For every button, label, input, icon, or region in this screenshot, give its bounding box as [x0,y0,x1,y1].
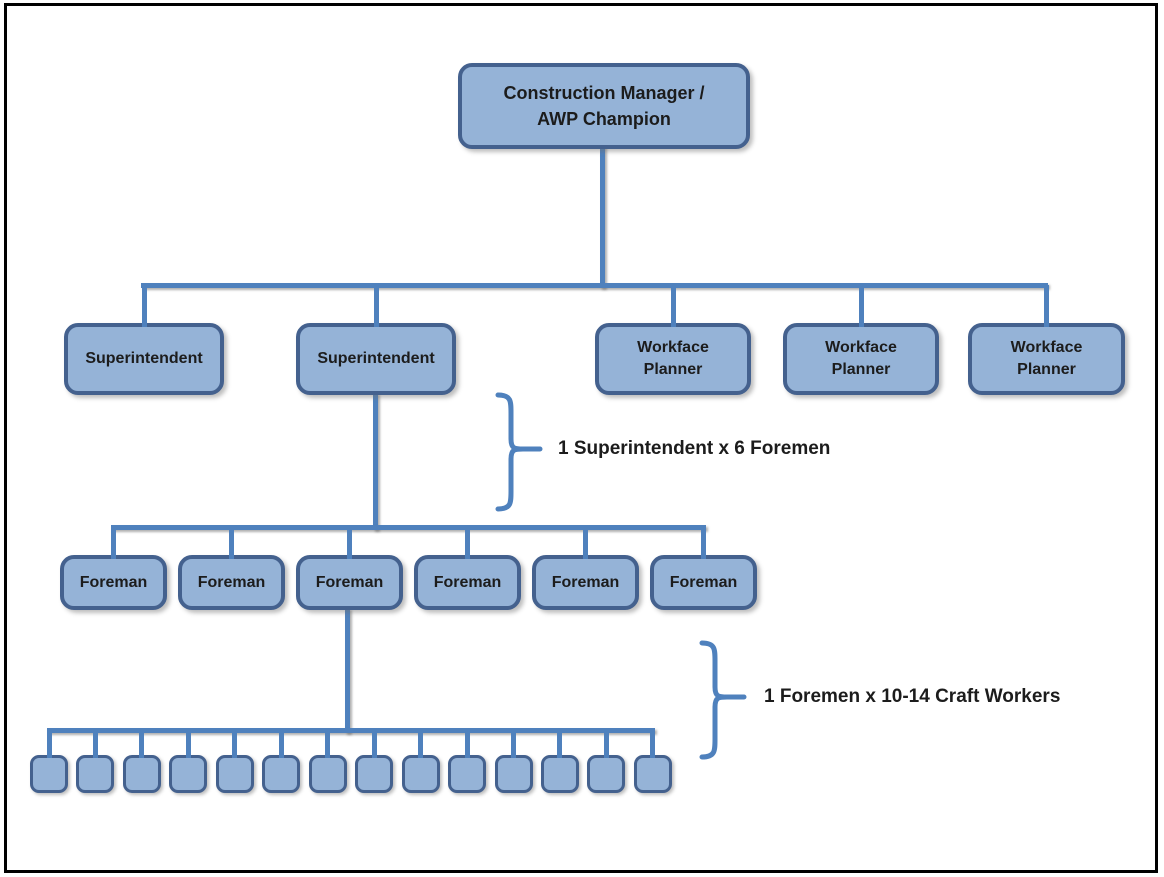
connector-stub [111,527,116,559]
connector-superintendent2-drop [373,393,378,530]
connector-stub [1044,285,1049,327]
craft-worker-box [448,729,487,793]
connector-stub [858,285,864,327]
connector-craft-bus [47,728,655,733]
org-node-foreman-1: Foreman [60,527,167,610]
org-node-workface-planner-2: Workface Planner [783,285,939,395]
org-node-foreman-2: Foreman [178,527,285,610]
connector-stub [670,285,676,327]
org-node-workface-planner-1: Workface Planner [595,285,751,395]
annotation-superintendent-ratio: 1 Superintendent x 6 Foremen [558,438,831,459]
org-node-label: Workface Planner [637,339,709,378]
org-node-label: Superintendent [85,350,203,368]
connector-stub [141,285,147,327]
org-node-label: Foreman [315,573,384,591]
org-node-label: Workface Planner [825,339,897,378]
connector-stub [465,527,470,559]
curly-brace-icon [699,640,747,760]
craft-worker-box [215,729,254,793]
craft-worker-box [494,729,533,793]
org-node-foreman-4: Foreman [414,527,521,610]
craft-worker-box [76,729,115,793]
connector-level2-bus [141,283,1048,288]
curly-brace-icon [495,392,543,512]
org-node-foreman-5: Foreman [532,527,639,610]
org-node-label: Superintendent [317,350,435,368]
org-node-label: Workface Planner [1010,339,1083,378]
org-node-foreman-3: Foreman [296,527,403,610]
craft-worker-box [401,729,440,793]
org-node-label: Foreman [79,573,148,591]
annotation-foreman-ratio: 1 Foremen x 10-14 Craft Workers [764,686,1061,707]
craft-worker-row [30,729,672,793]
org-node-superintendent-2: Superintendent [296,285,456,395]
org-node-construction-manager: Construction Manager / AWP Champion [458,63,750,149]
connector-stub [229,527,234,559]
connector-foreman-bus [111,525,706,530]
craft-worker-box [308,729,347,793]
craft-worker-box [355,729,394,793]
craft-worker-box [122,729,161,793]
connector-foreman3-drop [345,608,350,733]
org-node-workface-planner-3: Workface Planner [968,285,1125,395]
craft-worker-box [169,729,208,793]
craft-worker-box [30,729,68,793]
org-node-foreman-6: Foreman [650,527,757,610]
org-node-label: Foreman [433,573,502,591]
connector-stub [701,527,706,559]
connector-stub [583,527,588,559]
org-node-label: Foreman [551,573,620,591]
craft-worker-box [587,729,626,793]
craft-worker-box [633,729,672,793]
connector-root-stem [600,145,605,288]
connector-stub [373,285,379,327]
org-node-label: Foreman [197,573,266,591]
craft-worker-box [262,729,301,793]
org-node-label: Construction Manager / AWP Champion [503,82,705,129]
org-node-label: Foreman [669,573,738,591]
connector-stub [347,527,352,559]
craft-worker-box [540,729,579,793]
org-node-superintendent-1: Superintendent [64,285,224,395]
